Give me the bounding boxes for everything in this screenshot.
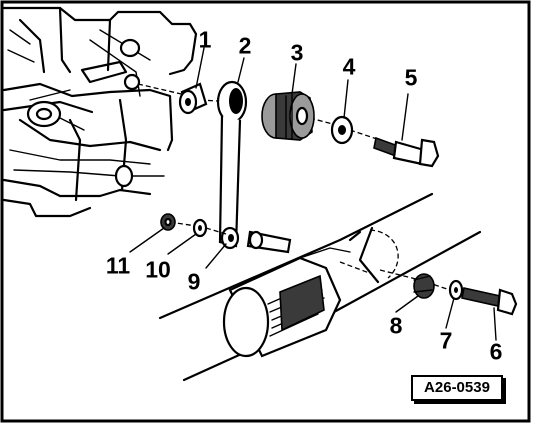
part-7-washer xyxy=(448,279,464,301)
callout-11: 11 xyxy=(105,252,131,279)
callout-2: 2 xyxy=(238,32,252,59)
figure-reference-code: A26-0539 xyxy=(411,375,503,401)
part-1-bushing xyxy=(178,82,208,115)
assembly-axis-upper-4 xyxy=(349,129,381,141)
diagram-frame xyxy=(0,0,531,423)
part-8-nut xyxy=(413,273,435,299)
callout-7: 7 xyxy=(439,327,453,354)
callout-8: 8 xyxy=(389,312,403,339)
callout-1: 1 xyxy=(198,26,212,53)
part-11-nut xyxy=(160,213,176,231)
part-4-washer xyxy=(330,115,354,145)
callout-6: 6 xyxy=(489,338,503,365)
callout-3: 3 xyxy=(290,39,304,66)
leader-lines xyxy=(129,47,497,341)
part-3-rubber-mount xyxy=(261,91,315,141)
part-5-bolt xyxy=(373,136,440,168)
part-2-support-rod xyxy=(216,80,248,250)
part-10-washer xyxy=(192,218,208,238)
callout-5: 5 xyxy=(404,64,418,91)
callout-4: 4 xyxy=(342,53,356,80)
bracket-stub xyxy=(246,230,292,254)
exhaust-pipe xyxy=(158,192,482,382)
callout-10: 10 xyxy=(145,256,171,283)
engine-block xyxy=(2,6,198,218)
part-6-bolt xyxy=(461,287,518,316)
assembly-axis-lower-2 xyxy=(205,227,227,235)
callout-9: 9 xyxy=(187,268,201,295)
